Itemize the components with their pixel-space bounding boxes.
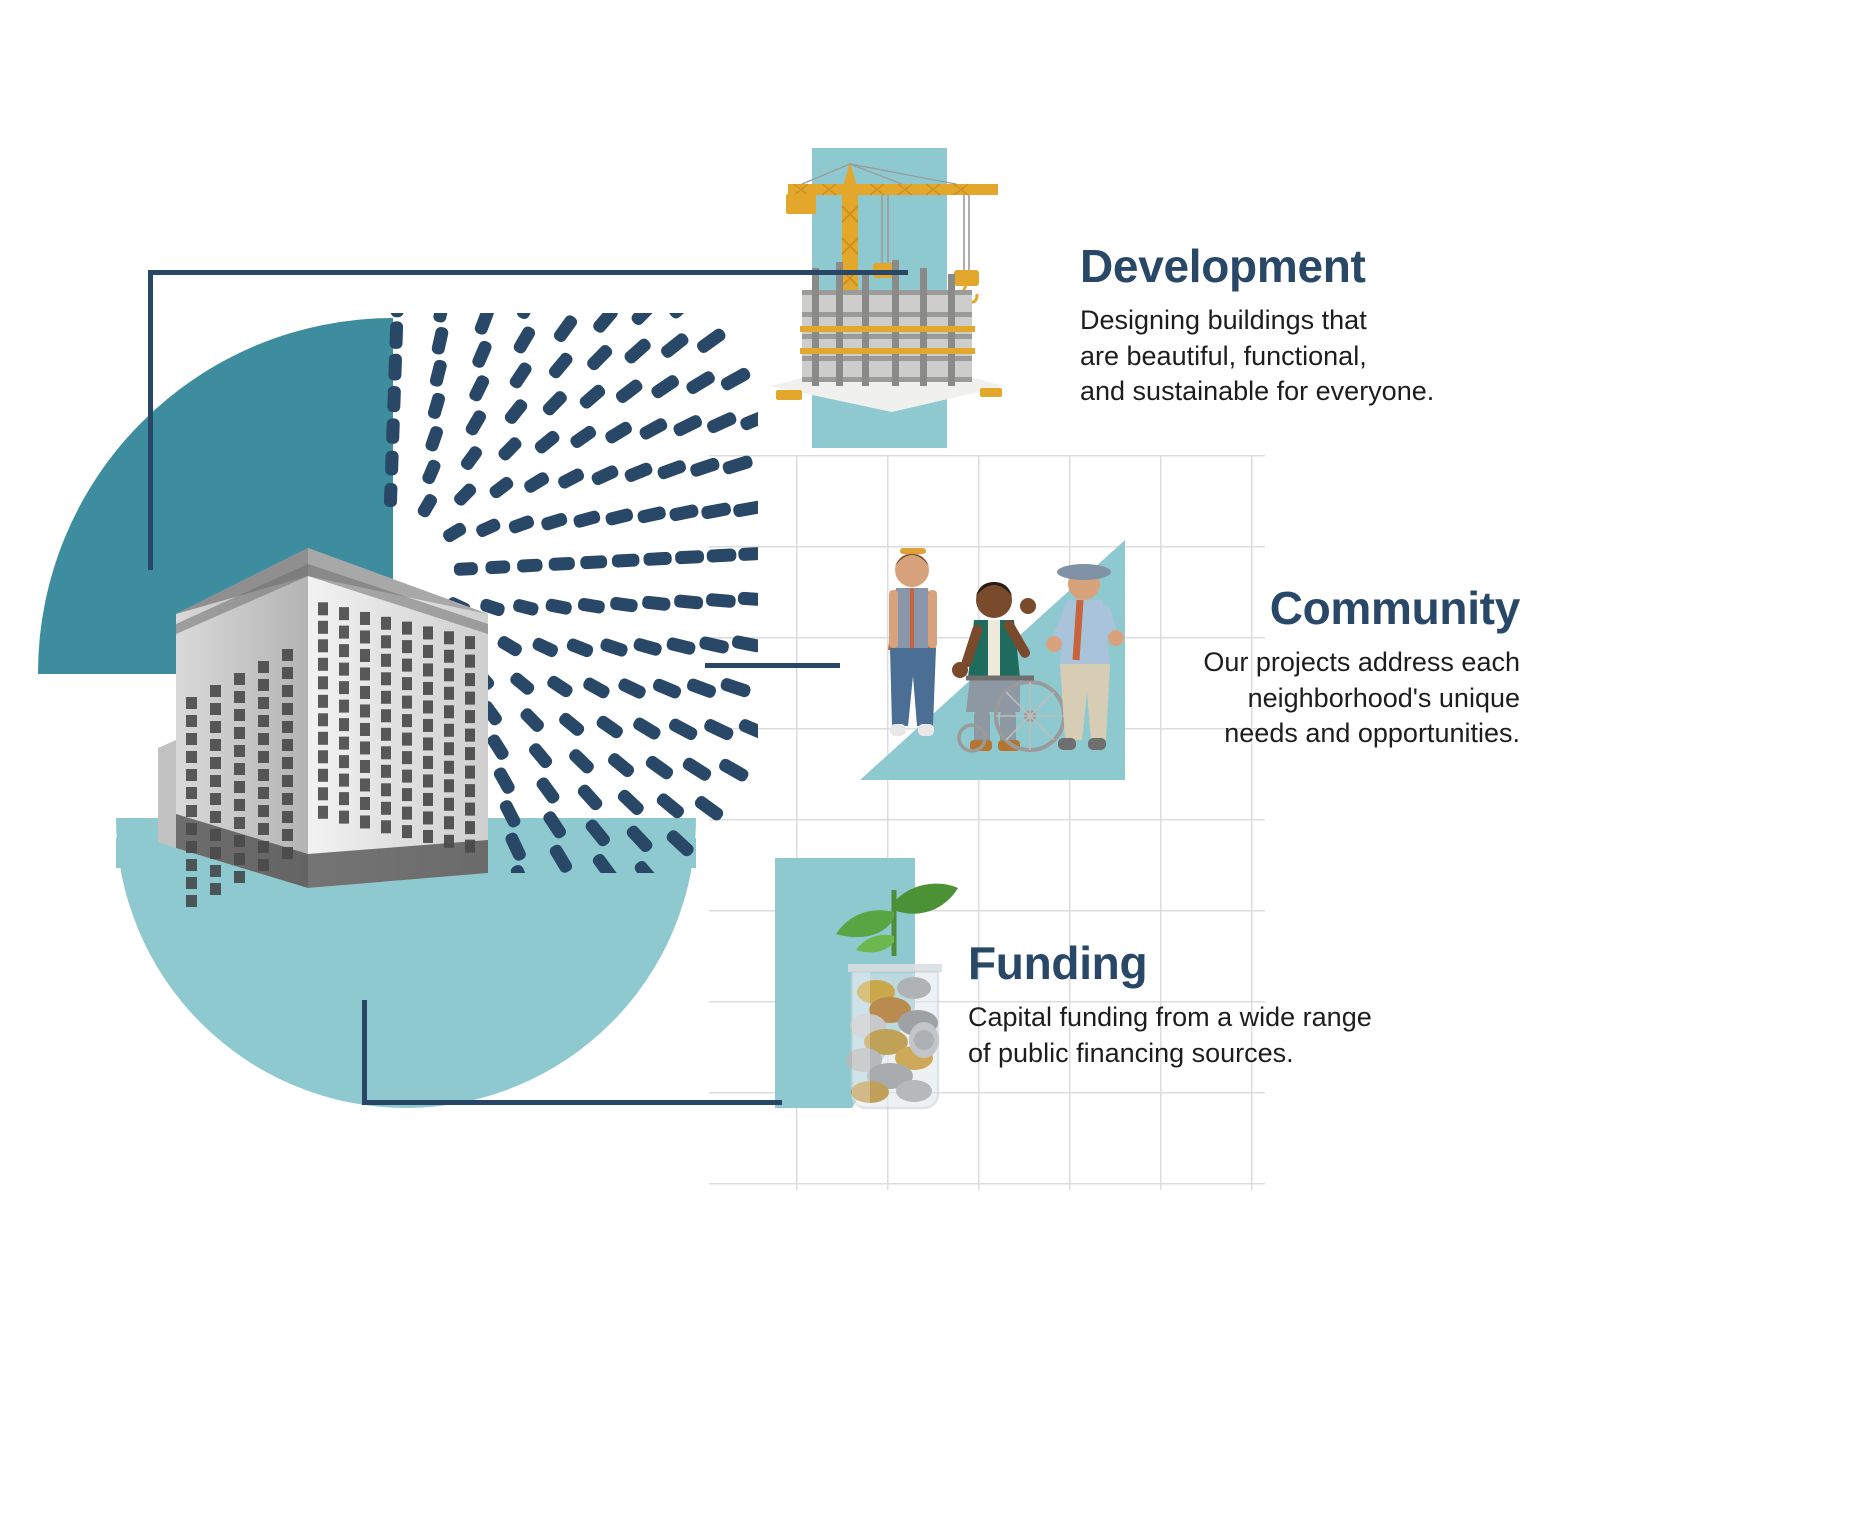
radial-dash-fan bbox=[383, 313, 758, 873]
bracket-connector-funding bbox=[362, 1000, 782, 1105]
coin-jar-with-plant-photo bbox=[836, 883, 958, 1110]
construction-crane-photo bbox=[770, 162, 1004, 412]
community-people-photo bbox=[888, 548, 1124, 753]
heading-community: Community bbox=[1269, 582, 1521, 634]
heading-development: Development bbox=[1080, 240, 1366, 292]
section-community: Community Our projects address each neig… bbox=[1100, 585, 1520, 752]
heading-funding: Funding bbox=[968, 937, 1148, 989]
section-development: Development Designing buildings that are… bbox=[1080, 243, 1500, 410]
grid-edge-mask bbox=[705, 455, 709, 1190]
body-development: Designing buildings that are beautiful, … bbox=[1080, 305, 1435, 407]
bracket-connector-development bbox=[148, 270, 908, 570]
historic-office-building-photo bbox=[158, 548, 488, 907]
section-funding: Funding Capital funding from a wide rang… bbox=[968, 940, 1438, 1071]
body-funding: Capital funding from a wide range of pub… bbox=[968, 1002, 1372, 1068]
bracket-connector-community bbox=[705, 663, 840, 668]
body-community: Our projects address each neighborhood's… bbox=[1203, 647, 1520, 749]
